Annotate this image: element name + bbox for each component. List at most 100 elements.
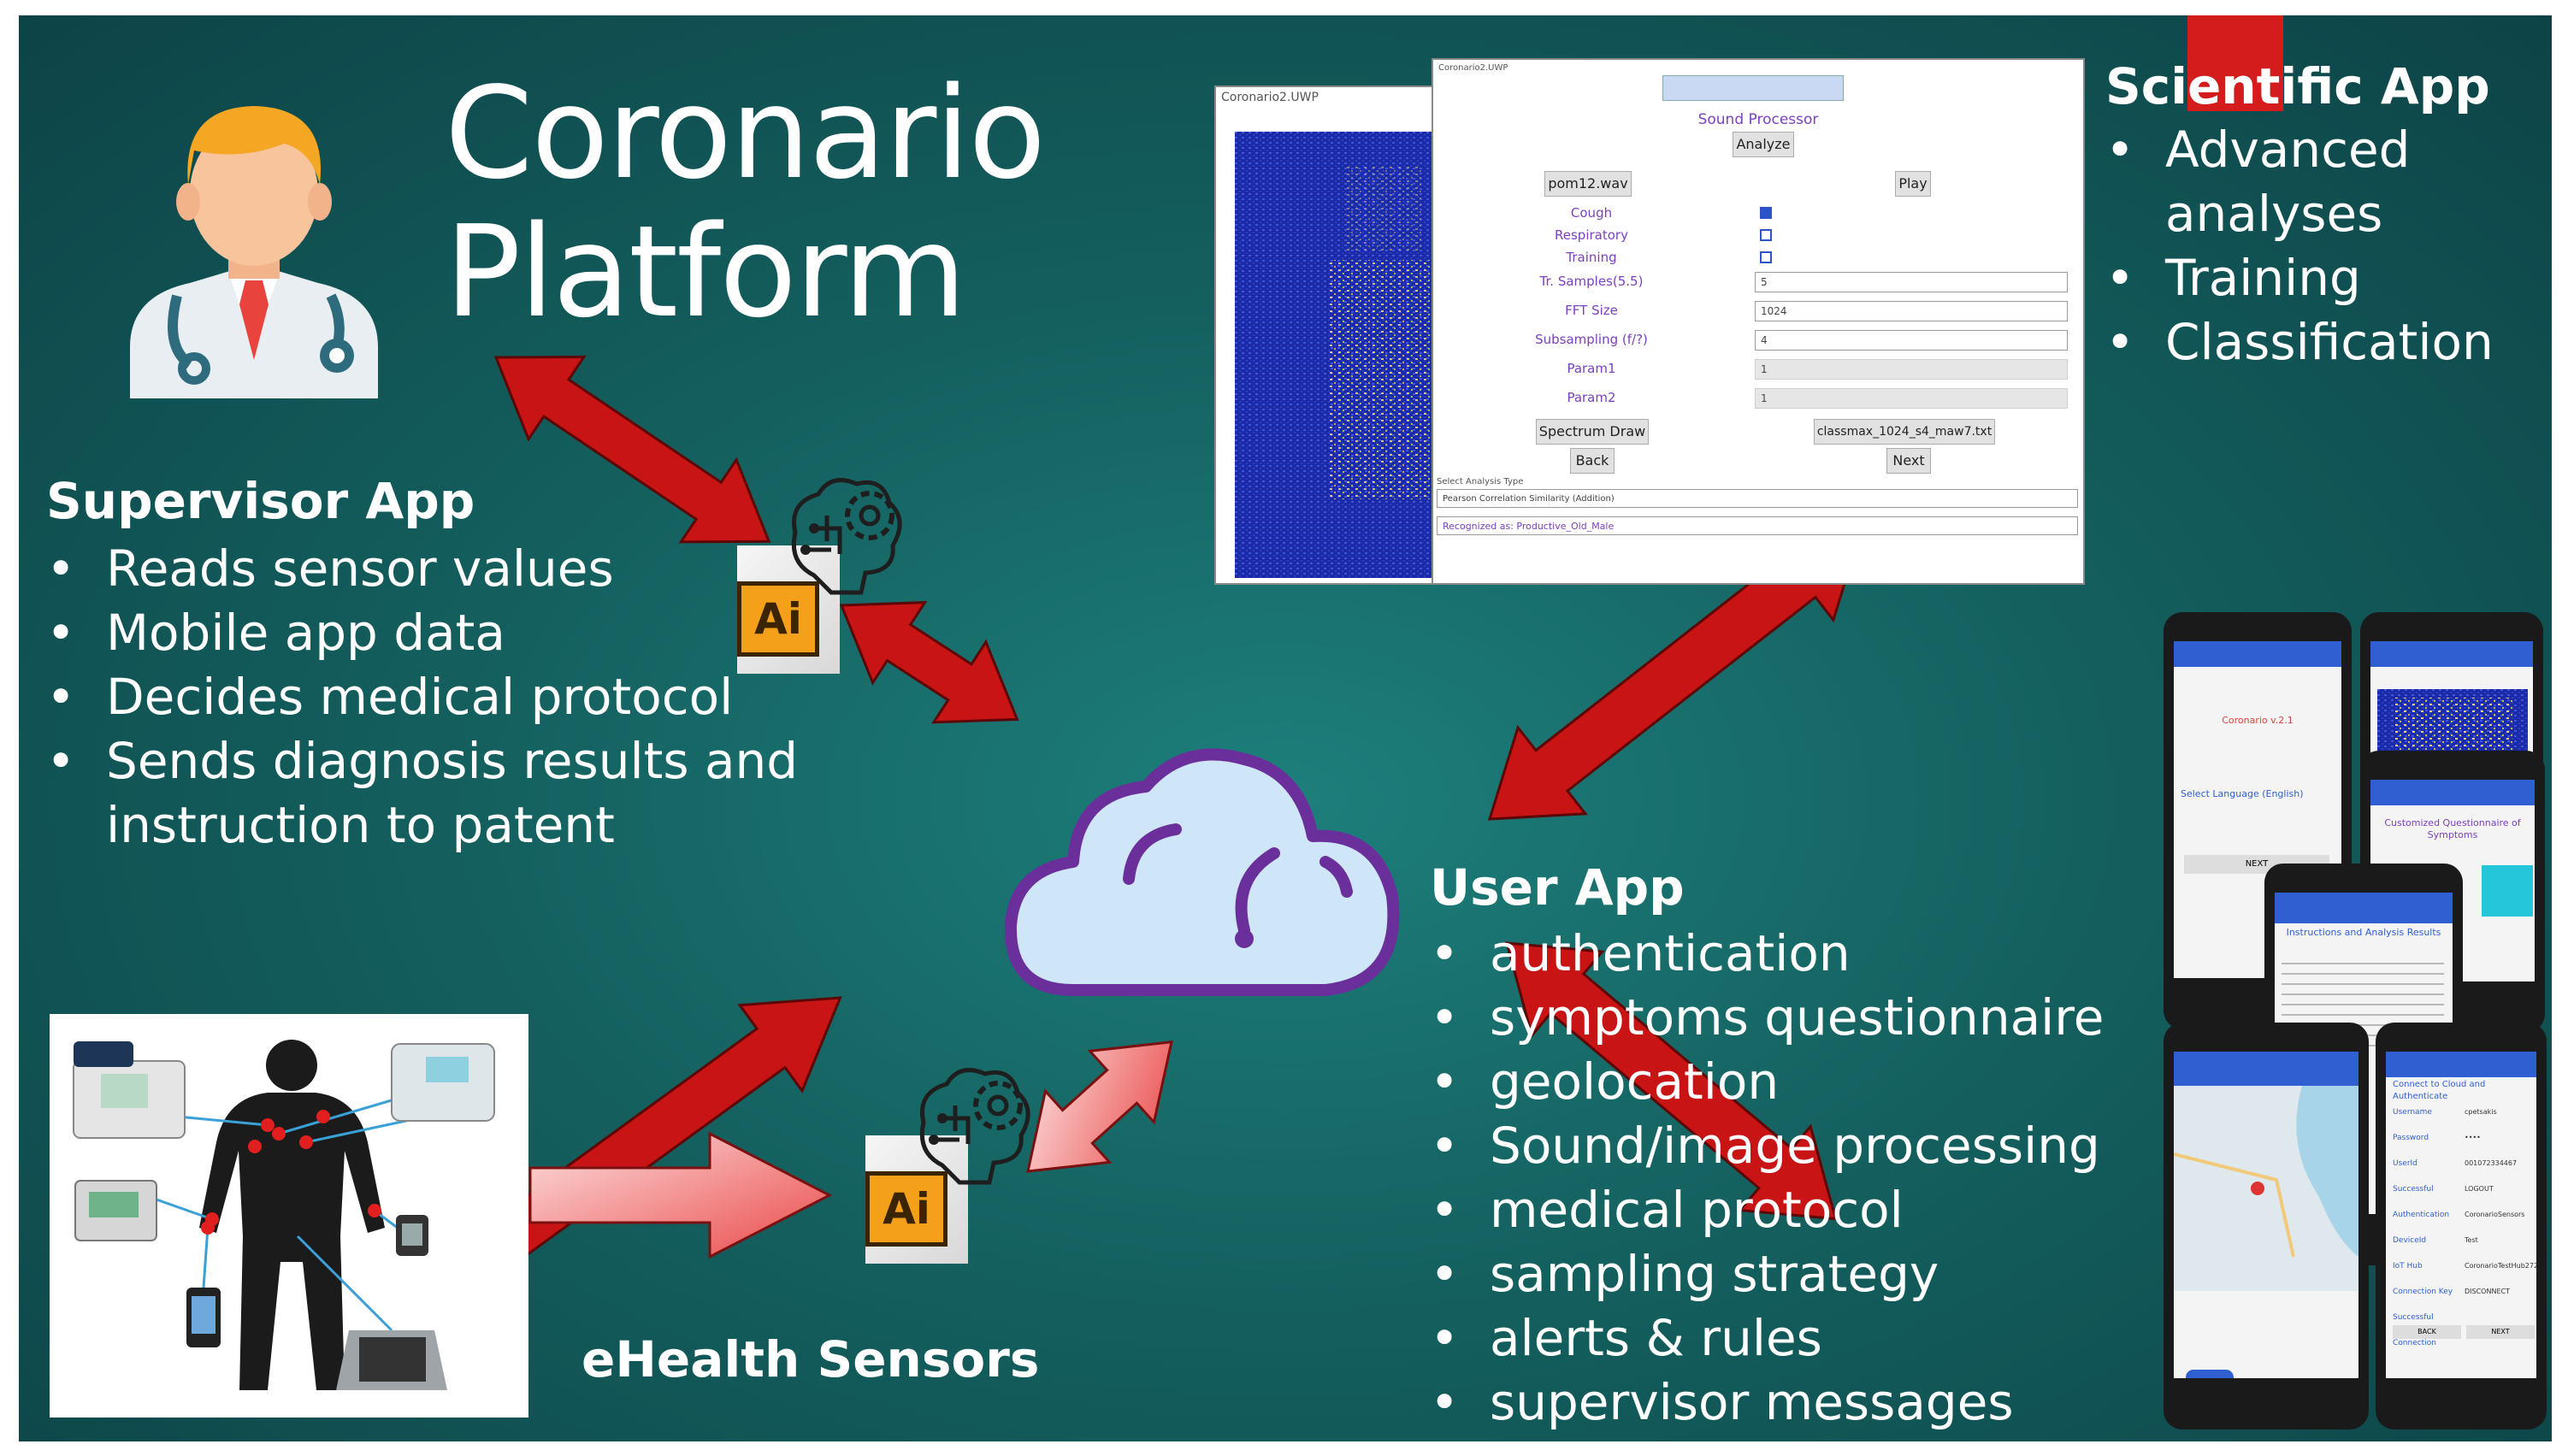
analysis-type-label: Select Analysis Type bbox=[1437, 477, 1524, 486]
connect-header: Connect to Cloud and Authenticate bbox=[2393, 1080, 2486, 1101]
instructions-header: Instructions and Analysis Results bbox=[2286, 927, 2441, 938]
user-item: supervisor messages bbox=[1430, 1371, 2157, 1435]
param1-input[interactable]: 1 bbox=[1755, 359, 2068, 380]
map-icon bbox=[2174, 1086, 2358, 1258]
questionnaire-grid[interactable] bbox=[2482, 865, 2533, 917]
subsampling-input[interactable]: 4 bbox=[1755, 330, 2068, 351]
user-item: Sound/image processing bbox=[1430, 1114, 2157, 1178]
param1-label: Param1 bbox=[1567, 361, 1616, 376]
title-line-2: Platform bbox=[445, 198, 966, 345]
connect-labels: Username Password UserId Successful Auth… bbox=[2393, 1099, 2461, 1356]
supervisor-list: Reads sensor values Mobile app data Deci… bbox=[46, 537, 816, 858]
supervisor-item: Reads sensor values bbox=[46, 537, 816, 601]
arrow-sensors-ai bbox=[528, 1131, 833, 1259]
user-item: sampling strategy bbox=[1430, 1242, 2157, 1306]
phone-map bbox=[2164, 1023, 2369, 1429]
brain-gear-icon bbox=[919, 1068, 1030, 1185]
ai-processor-bottom: Ai bbox=[848, 1058, 1045, 1272]
field-label: Username bbox=[2393, 1108, 2432, 1117]
highlight-block bbox=[2187, 15, 2283, 111]
sensors-image bbox=[50, 1014, 528, 1418]
tr-samples-input[interactable]: 5 bbox=[1755, 272, 2068, 292]
disconnect-button[interactable]: DISCONNECT bbox=[2465, 1288, 2510, 1295]
back-button[interactable]: Back bbox=[1570, 448, 1615, 474]
ai-badge: Ai bbox=[865, 1171, 948, 1247]
supervisor-item: Mobile app data bbox=[46, 601, 816, 665]
field-value[interactable]: •••• bbox=[2465, 1134, 2481, 1141]
field-label: UserId bbox=[2393, 1159, 2417, 1168]
scientific-item: Training bbox=[2105, 246, 2550, 310]
ai-processor-top: Ai bbox=[720, 469, 917, 682]
scientific-list: Advanced analyses Training Classificatio… bbox=[2105, 118, 2550, 374]
back-button[interactable]: BACK bbox=[2393, 1325, 2461, 1339]
fft-size-input[interactable]: 1024 bbox=[1755, 301, 2068, 321]
logout-button[interactable]: LOGOUT bbox=[2465, 1185, 2494, 1193]
scientific-item: Classification bbox=[2105, 310, 2550, 374]
phone-screen: Connect to Cloud and Authenticate Userna… bbox=[2386, 1052, 2536, 1378]
user-list: authentication symptoms questionnaire ge… bbox=[1430, 922, 2157, 1435]
user-heading: User App bbox=[1430, 858, 1685, 917]
user-item: geolocation bbox=[1430, 1050, 2157, 1114]
recognized-output: Recognized as: Productive_Old_Male bbox=[1437, 516, 2078, 535]
phone-screen bbox=[2174, 1052, 2358, 1378]
toolbar[interactable] bbox=[1662, 75, 1844, 101]
field-value[interactable]: cpetsakis bbox=[2465, 1108, 2497, 1116]
param2-input[interactable]: 1 bbox=[1755, 388, 2068, 409]
language-label: Select Language (English) bbox=[2181, 788, 2304, 799]
user-item: alerts & rules bbox=[1430, 1306, 2157, 1371]
field-label: Password bbox=[2393, 1134, 2429, 1142]
fft-size-label: FFT Size bbox=[1565, 303, 1618, 318]
cloud-icon bbox=[1004, 748, 1400, 996]
analyze-button[interactable]: Analyze bbox=[1733, 132, 1794, 157]
field-label: Connection Key bbox=[2393, 1288, 2453, 1296]
ai-badge: Ai bbox=[737, 581, 819, 657]
doctor-icon bbox=[130, 106, 378, 398]
next-button[interactable]: Next bbox=[1886, 448, 1931, 474]
map-view[interactable] bbox=[2174, 1086, 2358, 1291]
next-button[interactable]: NEXT bbox=[2466, 1325, 2535, 1339]
user-item: authentication bbox=[1430, 922, 2157, 986]
sensors-label: eHealth Sensors bbox=[581, 1330, 1040, 1388]
field-value[interactable]: CoronarioTestHub2721 bbox=[2465, 1262, 2536, 1270]
spectrum-draw-button[interactable]: Spectrum Draw bbox=[1536, 419, 1649, 445]
app-title: Coronario v.2.1 bbox=[2222, 715, 2293, 726]
field-value[interactable]: 001072334467 bbox=[2465, 1159, 2518, 1167]
respiratory-checkbox[interactable] bbox=[1760, 229, 1772, 241]
field-label: DeviceId bbox=[2393, 1236, 2427, 1245]
training-label: Training bbox=[1566, 250, 1617, 265]
supervisor-heading: Supervisor App bbox=[46, 472, 475, 530]
window-title: Coronario2.UWP bbox=[1221, 91, 1319, 104]
supervisor-item: Sends diagnosis results and instruction … bbox=[46, 729, 807, 858]
user-item: medical protocol bbox=[1430, 1178, 2157, 1242]
subsampling-label: Subsampling (f/?) bbox=[1535, 332, 1648, 347]
param2-label: Param2 bbox=[1567, 390, 1616, 405]
slide: Coronario Platform Supervisor App Reads … bbox=[19, 15, 2552, 1441]
title-line-1: Coronario bbox=[445, 60, 1046, 207]
training-checkbox[interactable] bbox=[1760, 251, 1772, 263]
cough-checkbox[interactable] bbox=[1760, 207, 1772, 219]
questionnaire-header: Customized Questionnaire of Symptoms bbox=[2384, 817, 2521, 840]
play-button[interactable]: Play bbox=[1895, 171, 1931, 197]
class-file-button[interactable]: classmax_1024_s4_maw7.txt bbox=[1814, 419, 1995, 445]
sound-processor-window: Coronario2.UWP Sound Processor Analyze p… bbox=[1432, 58, 2085, 585]
connect-values: cpetsakis •••• 001072334467 LOGOUT Coron… bbox=[2465, 1099, 2536, 1305]
phone-connect: Connect to Cloud and Authenticate Userna… bbox=[2376, 1023, 2547, 1429]
directions-button[interactable] bbox=[2186, 1370, 2234, 1378]
user-item: symptoms questionnaire bbox=[1430, 986, 2157, 1050]
scientific-heading: Scientific App bbox=[2105, 57, 2490, 115]
respiratory-label: Respiratory bbox=[1555, 227, 1628, 243]
arrow-ai-cloud-bottom bbox=[1026, 1040, 1173, 1173]
supervisor-item: Decides medical protocol bbox=[46, 665, 816, 729]
body-sensors-illustration bbox=[73, 1040, 495, 1390]
scientific-item: Advanced analyses bbox=[2105, 118, 2550, 246]
window-title: Coronario2.UWP bbox=[1438, 63, 1508, 73]
field-value[interactable]: CoronarioSensors Test bbox=[2465, 1211, 2525, 1244]
arrow-ai-cloud bbox=[839, 601, 1019, 724]
field-label: IoT Hub bbox=[2393, 1262, 2423, 1270]
field-label: Successful Connection bbox=[2393, 1313, 2436, 1347]
cough-label: Cough bbox=[1570, 205, 1613, 221]
panel-title: Sound Processor bbox=[1697, 111, 1819, 128]
tr-samples-label: Tr. Samples(5.5) bbox=[1539, 274, 1644, 289]
file-button[interactable]: pom12.wav bbox=[1544, 171, 1632, 197]
analysis-type-select[interactable]: Pearson Correlation Similarity (Addition… bbox=[1437, 489, 2078, 508]
